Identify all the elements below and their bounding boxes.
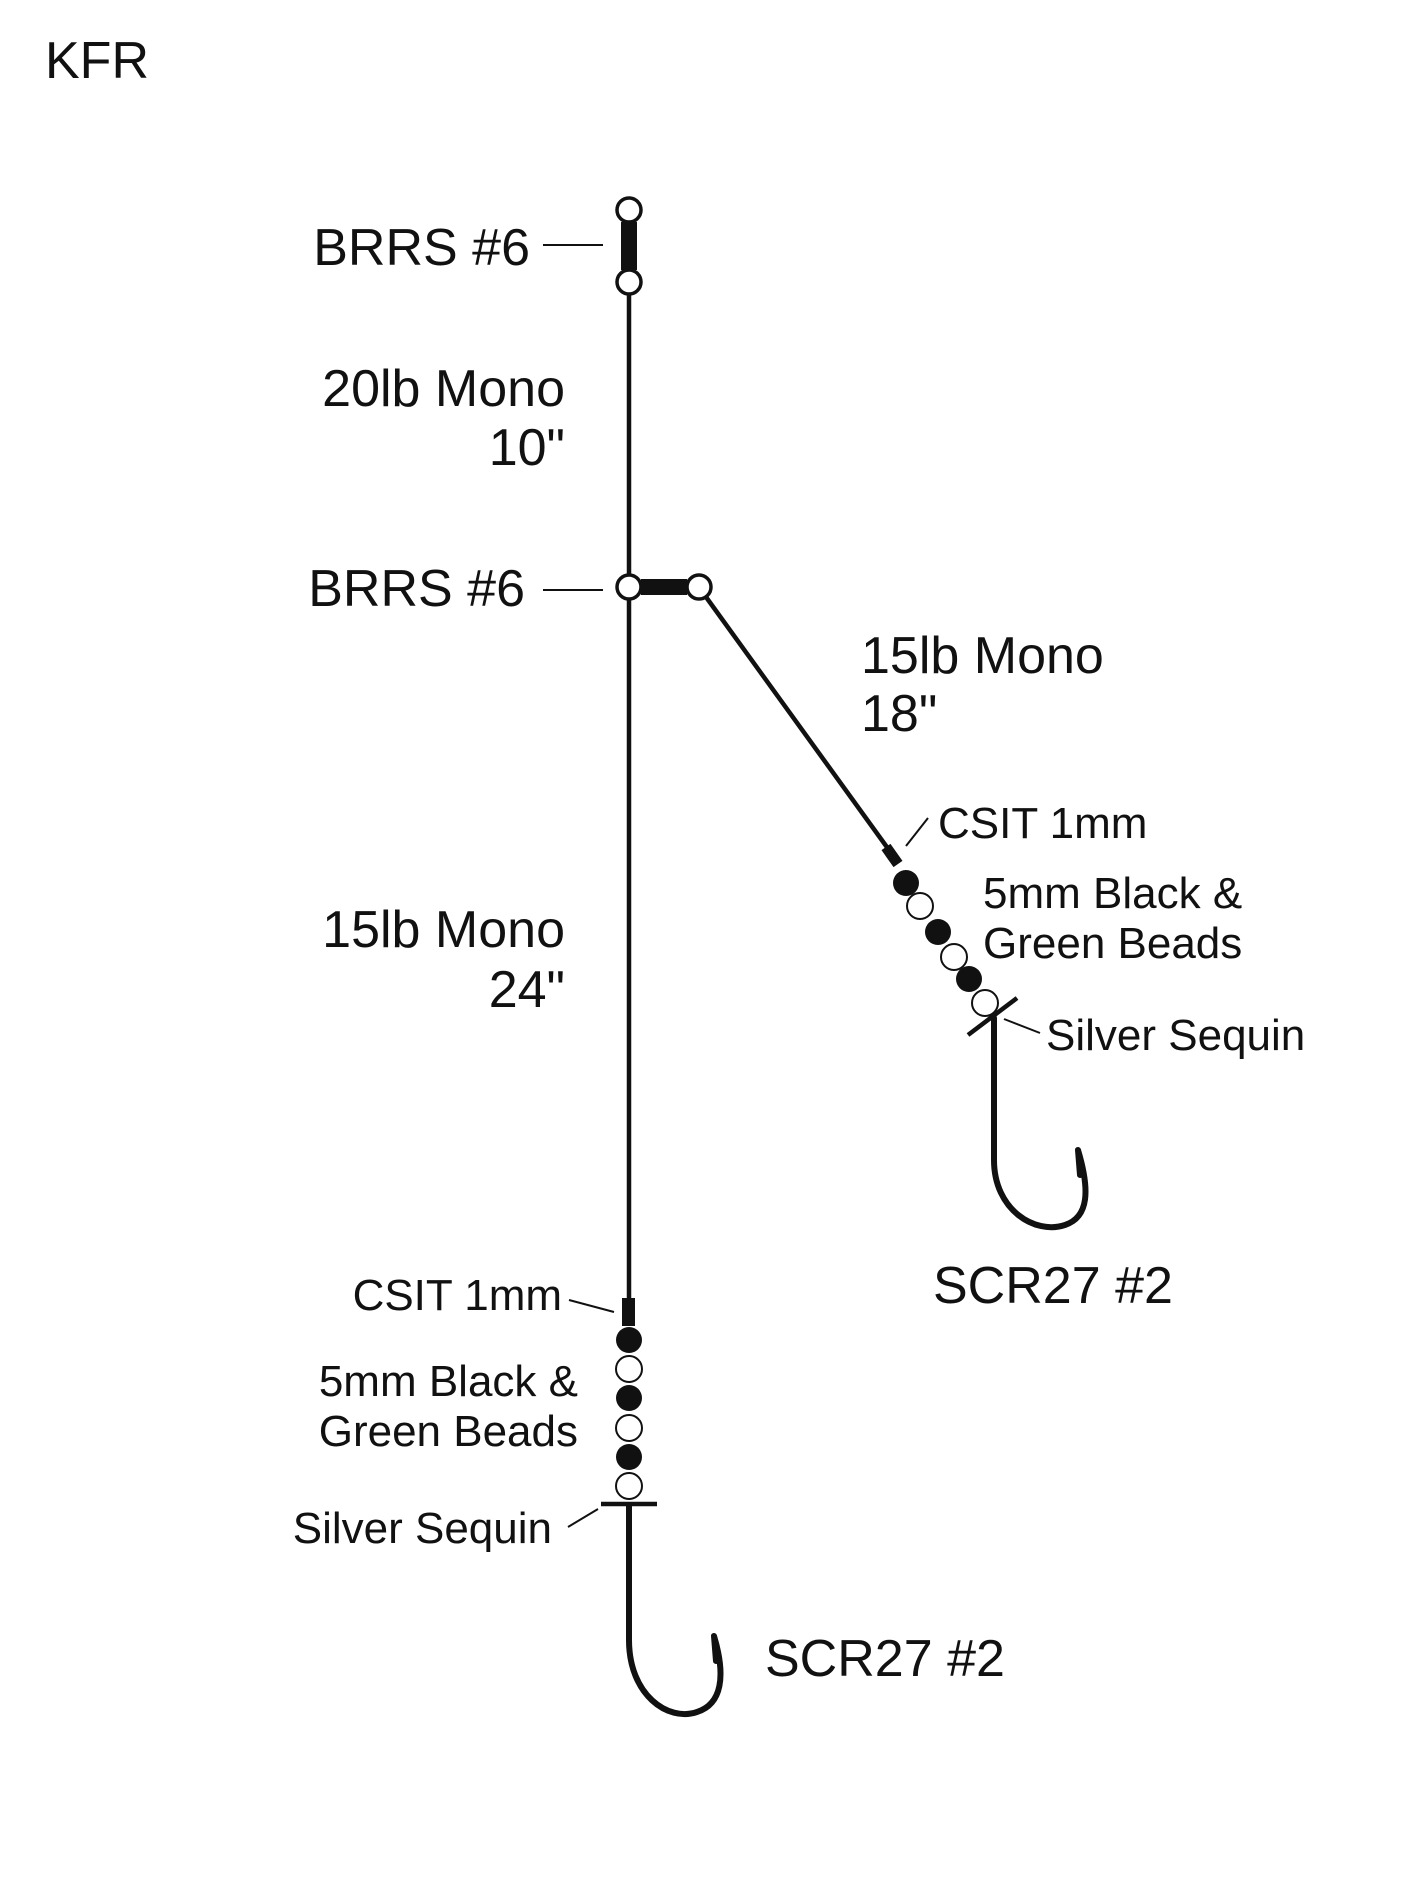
main-line-upper-label: 20lb Mono (322, 360, 565, 418)
main-sequin-leader (567, 1508, 599, 1528)
branch-crimp-leader (905, 817, 929, 847)
branch-line-label: 15lb Mono (861, 627, 1104, 685)
top-swivel (615, 196, 643, 296)
main-crimp-label: CSIT 1mm (353, 1271, 562, 1320)
mid-swivel-label: BRRS #6 (308, 560, 525, 618)
main-line-upper-length: 10" (489, 419, 565, 477)
branch-beads-label-1: 5mm Black & (983, 869, 1242, 918)
branch-sequin-label: Silver Sequin (1046, 1011, 1305, 1060)
main-crimp-leader (568, 1299, 615, 1313)
branch-line-length: 18" (861, 685, 937, 743)
main-beads (615, 1327, 643, 1500)
mid-swivel (615, 573, 713, 601)
branch-crimp-label: CSIT 1mm (938, 799, 1147, 848)
diagram-title: KFR (45, 32, 149, 90)
main-hook-label: SCR27 #2 (765, 1630, 1005, 1688)
branch-crimp (881, 843, 903, 868)
branch-line (704, 595, 891, 852)
branch-beads-label-2: Green Beads (983, 919, 1242, 968)
branch-hook (991, 1015, 1089, 1231)
main-beads-label-1: 5mm Black & (319, 1357, 578, 1406)
main-crimp (622, 1298, 635, 1326)
top-swivel-label: BRRS #6 (313, 219, 530, 277)
branch-beads (893, 870, 999, 1017)
branch-hook-label: SCR27 #2 (933, 1257, 1173, 1315)
main-sequin-label: Silver Sequin (293, 1504, 552, 1553)
main-beads-label-2: Green Beads (319, 1407, 578, 1456)
main-line-lower-label: 15lb Mono (322, 901, 565, 959)
main-hook (626, 1503, 724, 1717)
branch-sequin-leader (1003, 1018, 1041, 1034)
main-line-lower-length: 24" (489, 961, 565, 1019)
